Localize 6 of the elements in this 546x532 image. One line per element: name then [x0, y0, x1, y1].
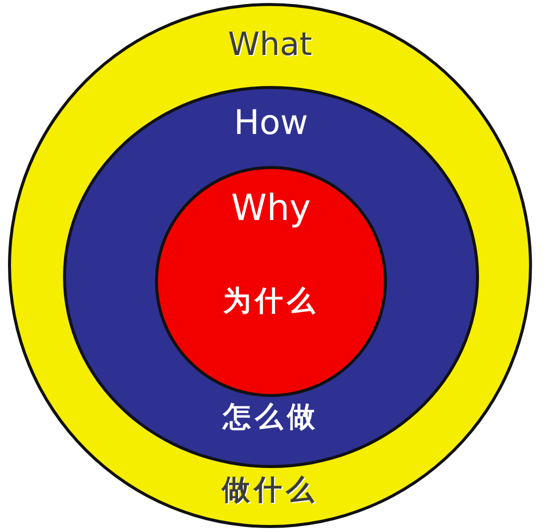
circle-title: How: [232, 106, 310, 140]
circle-subtitle: 怎么做: [221, 403, 320, 431]
circle-title: What: [226, 28, 314, 60]
circle-subtitle: 做什么: [220, 476, 319, 504]
circle-subtitle: 为什么: [222, 287, 320, 315]
circle-title: Why: [230, 191, 312, 227]
